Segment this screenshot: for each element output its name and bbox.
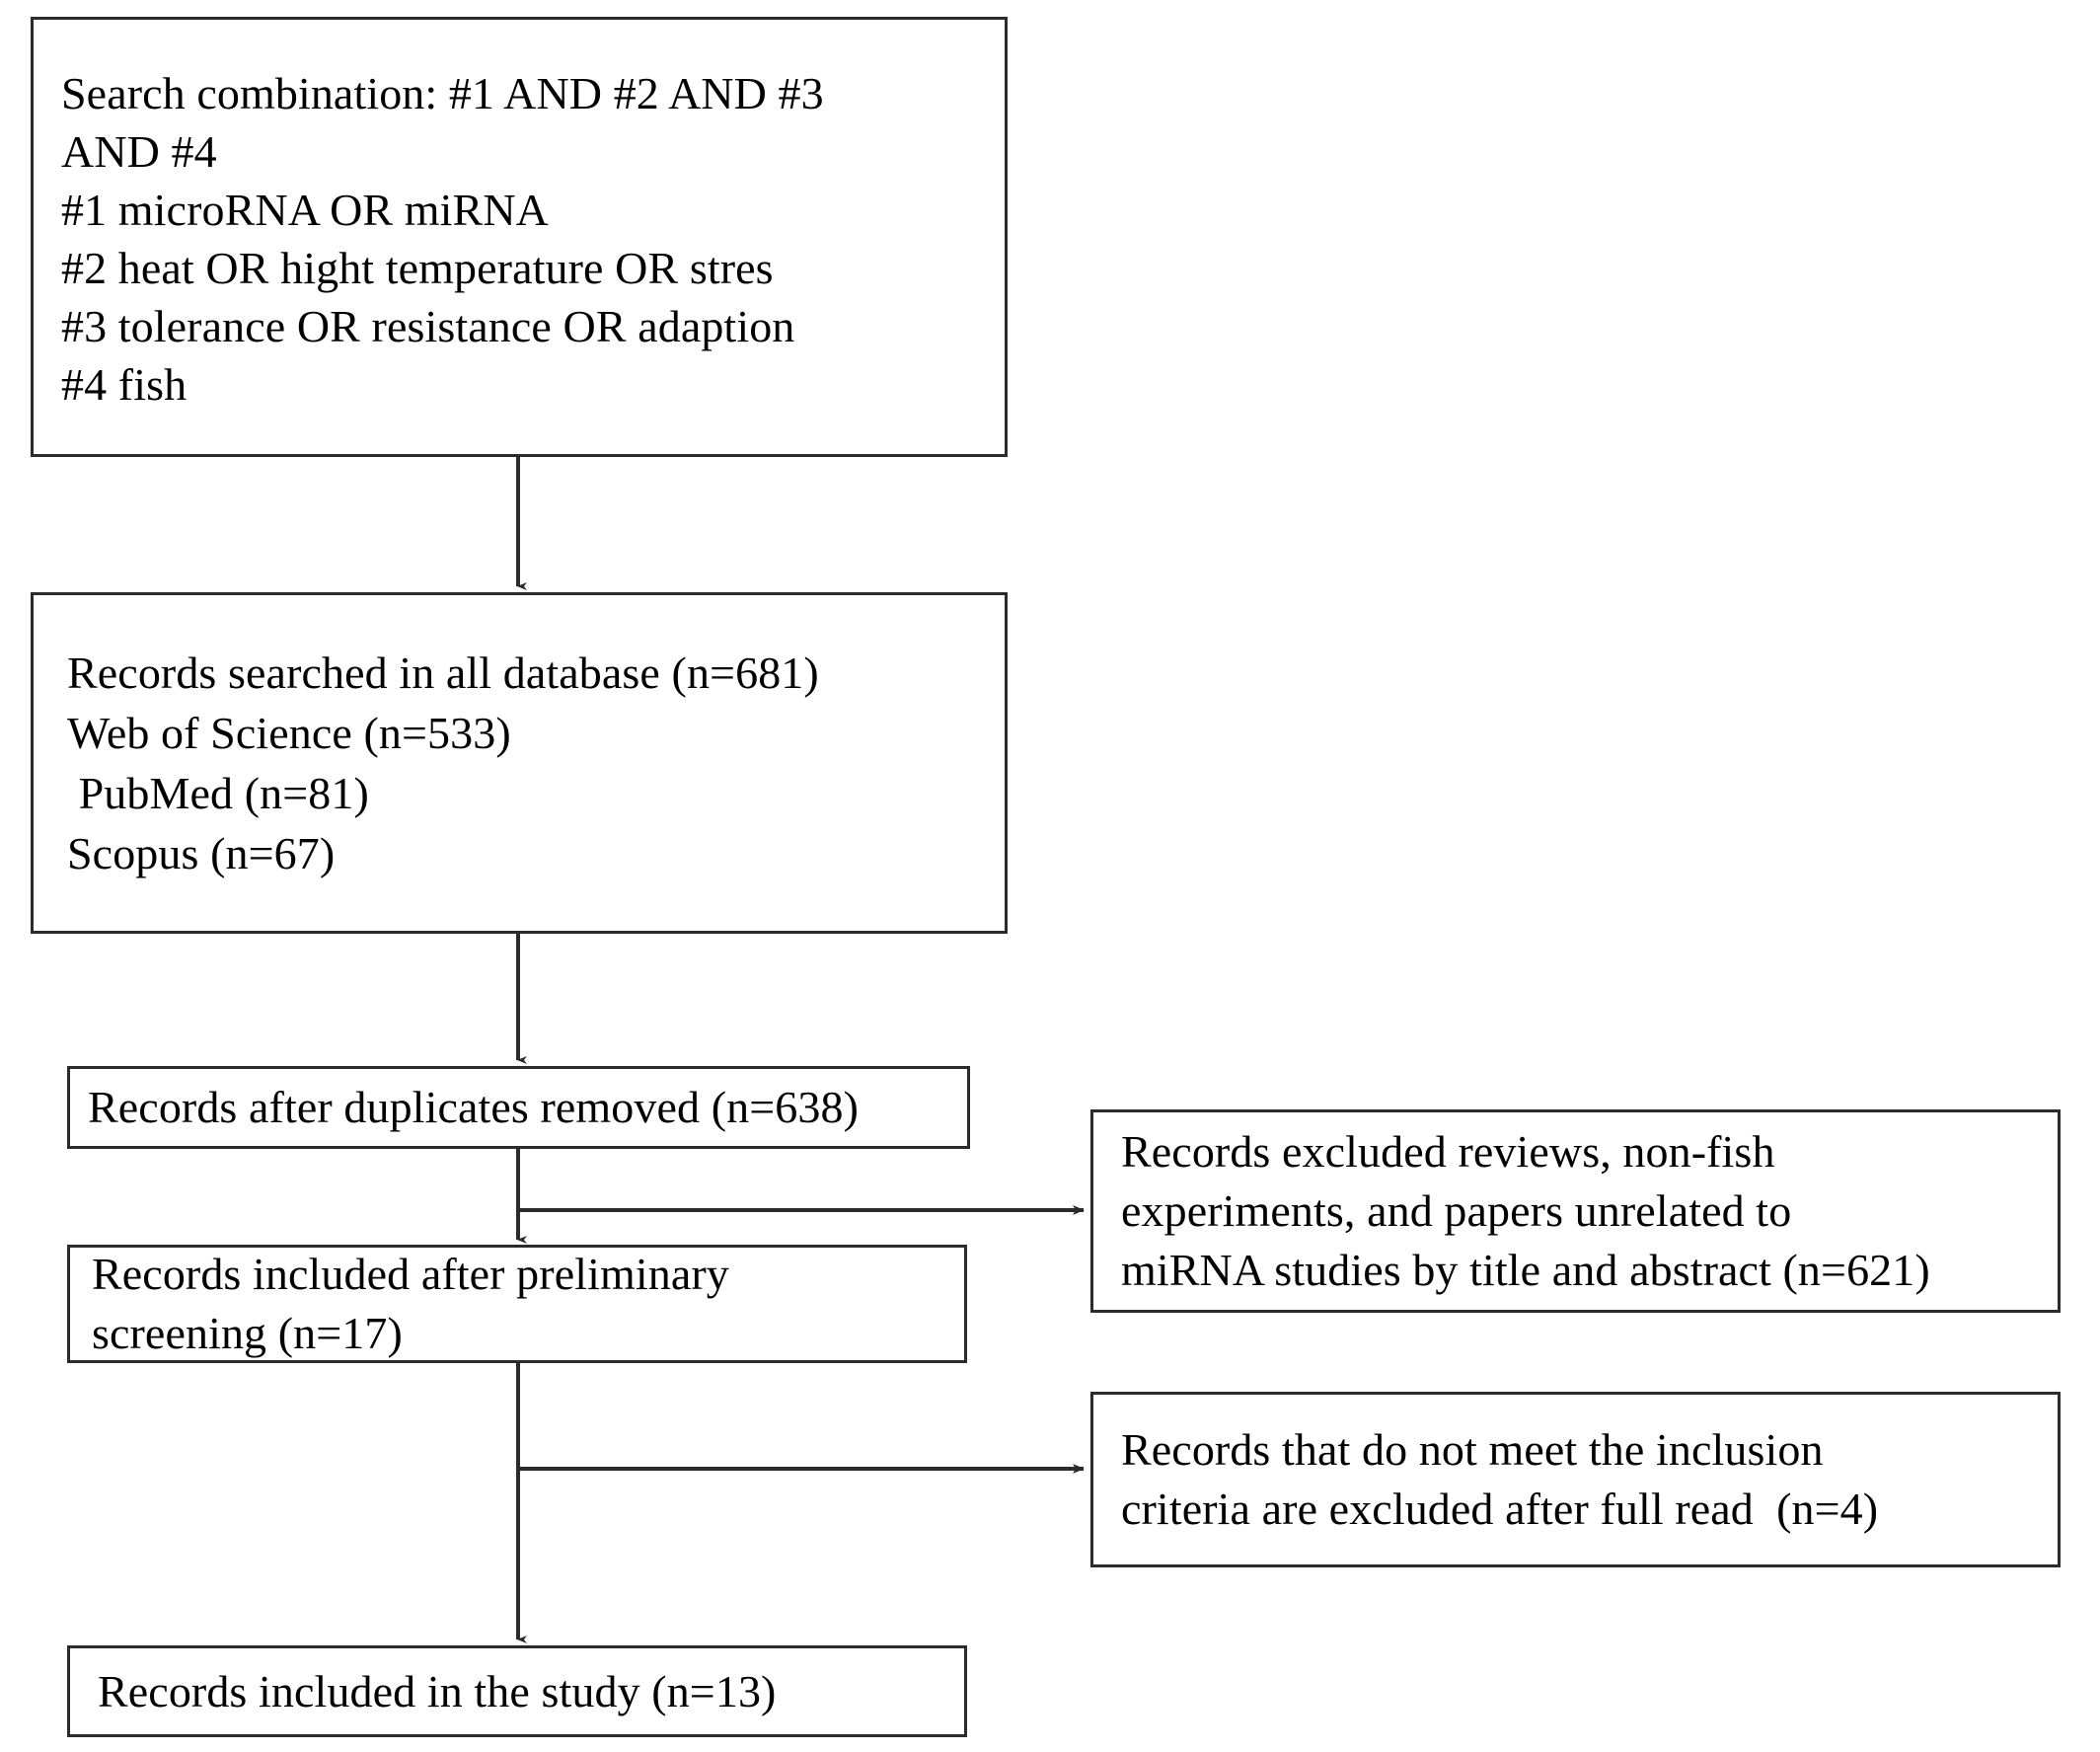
records-excluded-full-read-box: Records that do not meet the inclusion c… <box>1090 1392 2061 1567</box>
records-after-duplicates-label: Records after duplicates removed (n=638) <box>88 1082 859 1133</box>
records-included-in-study-label: Records included in the study (n=13) <box>98 1665 777 1716</box>
records-searched-box: Records searched in all database (n=681)… <box>31 592 1008 934</box>
records-searched-web-of-science: Web of Science (n=533) <box>67 707 511 758</box>
records-searched-scopus: Scopus (n=67) <box>67 828 336 879</box>
records-searched-pubmed: PubMed (n=81) <box>67 768 369 818</box>
records-excluded-title-abstract-box: Records excluded reviews, non-fish exper… <box>1090 1109 2061 1313</box>
excluded-title-abstract-line-1: Records excluded reviews, non-fish <box>1121 1126 1775 1178</box>
excluded-full-read-line-2: criteria are excluded after full read (n… <box>1121 1484 1879 1534</box>
preliminary-screening-line-1: Records included after preliminary <box>92 1249 729 1300</box>
excluded-title-abstract-line-3: miRNA studies by title and abstract (n=6… <box>1121 1244 1930 1295</box>
records-after-duplicates-box: Records after duplicates removed (n=638) <box>67 1066 970 1149</box>
search-strategy-line-4: #2 heat OR hight temperature OR stres <box>61 243 774 293</box>
search-strategy-line-3: #1 microRNA OR miRNA <box>61 184 549 235</box>
search-strategy-line-2: AND #4 <box>61 125 217 177</box>
search-strategy-line-1: Search combination: #1 AND #2 AND #3 <box>61 67 824 118</box>
excluded-title-abstract-line-2: experiments, and papers unrelated to <box>1121 1185 1792 1237</box>
records-searched-total: Records searched in all database (n=681) <box>67 647 819 698</box>
preliminary-screening-line-2: screening (n=17) <box>92 1308 403 1358</box>
excluded-full-read-line-1: Records that do not meet the inclusion <box>1121 1424 1824 1476</box>
records-included-in-study-box: Records included in the study (n=13) <box>67 1645 967 1737</box>
records-after-preliminary-screening-box: Records included after preliminary scree… <box>67 1245 967 1363</box>
search-strategy-line-5: #3 tolerance OR resistance OR adaption <box>61 301 795 352</box>
search-strategy-line-6: #4 fish <box>61 359 188 411</box>
search-strategy-box: Search combination: #1 AND #2 AND #3 AND… <box>31 17 1008 457</box>
